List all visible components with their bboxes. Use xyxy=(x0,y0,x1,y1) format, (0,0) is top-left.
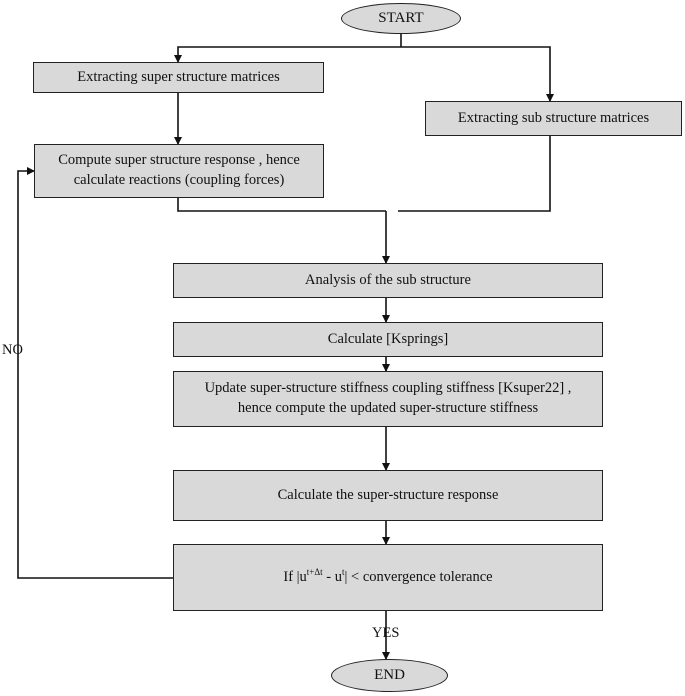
convergence-suffix: | < convergence tolerance xyxy=(344,568,493,585)
extract-super-label: Extracting super structure matrices xyxy=(77,68,280,85)
calculate-response-box: Calculate the super-structure response xyxy=(173,470,603,521)
convergence-sup-next: t+Δt xyxy=(306,566,323,577)
extract-super-matrices-box: Extracting super structure matrices xyxy=(33,62,324,93)
no-label: NO xyxy=(2,342,23,358)
arrow-compute-to-merge xyxy=(177,198,386,212)
update-line2: hence compute the updated super-structur… xyxy=(237,400,539,416)
convergence-prefix: If |u xyxy=(283,568,307,585)
yes-label: YES xyxy=(372,625,400,641)
compute-super-line2: calculate reactions (coupling forces) xyxy=(73,172,285,188)
arrow-to-extract-super xyxy=(174,46,401,63)
analysis-sub-box: Analysis of the sub structure xyxy=(173,263,603,298)
start-terminal: START xyxy=(341,3,461,34)
convergence-check-box: If |ut+Δt - ut| < convergence tolerance xyxy=(173,544,603,611)
analysis-sub-label: Analysis of the sub structure xyxy=(305,271,471,288)
compute-super-line1: Compute super structure response , hence xyxy=(58,152,300,169)
start-label: START xyxy=(378,10,424,26)
arrow-to-extract-sub xyxy=(401,46,554,102)
compute-super-response-box: Compute super structure response , hence… xyxy=(34,144,324,198)
end-label: END xyxy=(374,667,405,683)
arrow-sub-to-merge xyxy=(398,136,551,212)
calculate-ksprings-box: Calculate [Ksprings] xyxy=(173,322,603,357)
response-label: Calculate the super-structure response xyxy=(277,486,499,503)
update-stiffness-box: Update super-structure stiffness couplin… xyxy=(173,371,603,427)
extract-sub-label: Extracting sub structure matrices xyxy=(457,109,650,126)
convergence-middle: - u xyxy=(322,568,343,585)
ksprings-label: Calculate [Ksprings] xyxy=(327,330,449,347)
arrow-no-loop xyxy=(17,167,173,579)
convergence-sup-current: t xyxy=(342,566,345,577)
extract-sub-matrices-box: Extracting sub structure matrices xyxy=(425,101,682,136)
convergence-label: If |ut+Δt - ut| < convergence tolerance xyxy=(283,566,493,588)
end-terminal: END xyxy=(331,659,448,692)
update-line1: Update super-structure stiffness couplin… xyxy=(204,380,572,397)
